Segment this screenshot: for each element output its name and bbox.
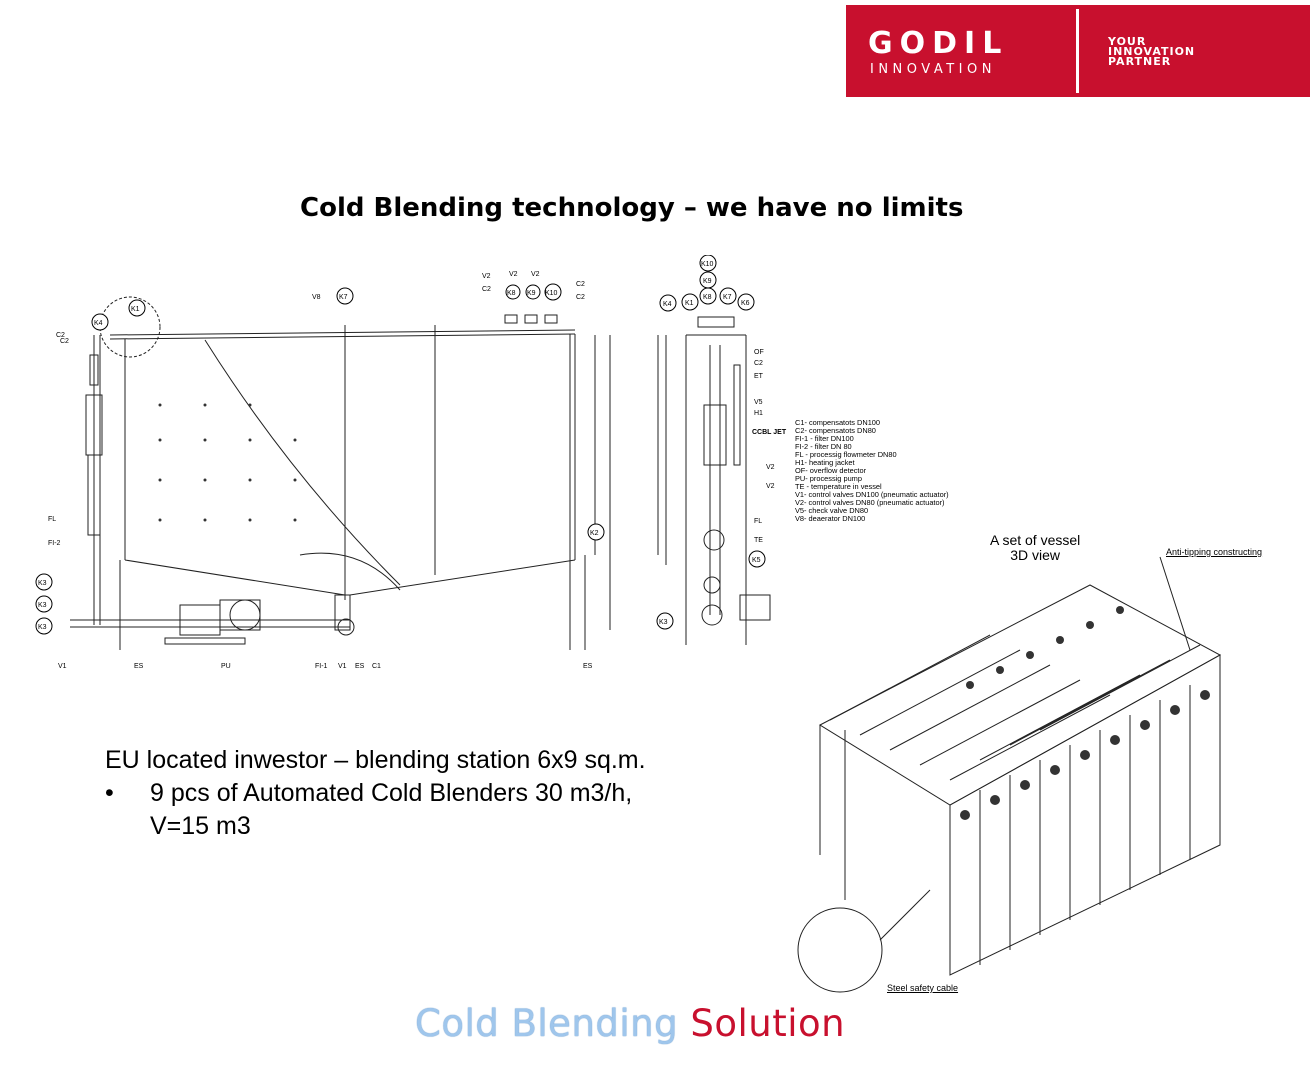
- label-k8-top: K8: [507, 290, 516, 297]
- side-k7: K7: [723, 294, 732, 301]
- vessel-side-drawing: K10 K9 K8 K7 K6 K4 K1 OF C2 ET V5 H1 CCB…: [656, 255, 787, 645]
- legend-item: C2- compensatots DN80: [795, 426, 876, 435]
- logo-brand-text: GODIL: [868, 26, 1009, 61]
- slide-title: Cold Blending technology – we have no li…: [300, 193, 964, 223]
- slogan-cold: Cold: [415, 1002, 500, 1045]
- label-k3b: K3: [38, 602, 47, 609]
- project-info: EU located inwestor – blending station 6…: [105, 744, 646, 843]
- view3d-title-line1: A set of vessel: [990, 532, 1081, 548]
- side-k1: K1: [685, 300, 694, 307]
- label-k4: K4: [94, 320, 103, 327]
- label-es-c: ES: [583, 663, 593, 670]
- legend-item: PU- processig pump: [795, 474, 862, 483]
- info-line-1: EU located inwestor – blending station 6…: [105, 746, 646, 774]
- legend-item: H1- heating jacket: [795, 458, 855, 467]
- side-et: ET: [754, 373, 764, 380]
- tagline-line-3: PARTNER: [1108, 55, 1172, 68]
- label-k1: K1: [131, 306, 140, 313]
- side-v5: V5: [754, 399, 763, 406]
- label-es: ES: [134, 663, 144, 670]
- legend-item: FL - processig flowmeter DN80: [795, 450, 897, 459]
- side-ccbl-jet: CCBL JET: [752, 429, 787, 436]
- side-k9: K9: [703, 278, 712, 285]
- side-k4: K4: [663, 301, 672, 308]
- callout-safety-cable: Steel safety cable: [887, 983, 959, 993]
- legend-item: OF- overflow detector: [795, 466, 867, 475]
- label-k10-top: K10: [545, 290, 558, 297]
- label-k3c: K3: [38, 624, 47, 631]
- bullet-text-line2: V=15 m3: [150, 812, 251, 840]
- legend-item: C1- compensatots DN100: [795, 418, 881, 427]
- legend-item: V1- control valves DN100 (pneumatic actu…: [795, 490, 949, 499]
- label-pu: PU: [221, 663, 231, 670]
- side-te: TE: [754, 537, 763, 544]
- label-c1: C1: [372, 663, 381, 670]
- legend-item: V8- deaerator DN100: [795, 514, 866, 523]
- label-k9-top: K9: [527, 290, 536, 297]
- bullet-glyph: •: [105, 779, 114, 807]
- label-fi1: FI-1: [315, 663, 328, 670]
- label-k3a: K3: [38, 580, 47, 587]
- bullet-text: 9 pcs of Automated Cold Blenders 30 m3/h…: [150, 777, 632, 843]
- side-k3: K3: [659, 619, 668, 626]
- side-k8: K8: [703, 294, 712, 301]
- label-v2-b: V2: [509, 271, 518, 278]
- label-c2: C2: [56, 332, 65, 339]
- label-v2-a: V2: [482, 273, 491, 280]
- legend-item: TE - temperature in vessel: [795, 482, 882, 491]
- slogan: Cold Blending Solution: [415, 1002, 845, 1045]
- slogan-solution: Solution: [690, 1002, 846, 1045]
- side-v2b: V2: [766, 483, 775, 490]
- view3d-title: A set of vessel 3D view: [990, 533, 1080, 563]
- side-c2: C2: [754, 360, 763, 367]
- slogan-blending: Blending: [511, 1002, 679, 1045]
- info-bullet-item: • 9 pcs of Automated Cold Blenders 30 m3…: [105, 777, 646, 843]
- side-k6: K6: [741, 300, 750, 307]
- tagline-line-1: YOUR: [1108, 35, 1147, 48]
- vessel-set-3d-view: [797, 556, 1222, 993]
- legend-item: V2- control valves DN80 (pneumatic actua…: [795, 498, 945, 507]
- logo-divider: [1076, 9, 1079, 93]
- label-c2-a: C2: [482, 286, 491, 293]
- label-fi2: FI-2: [48, 540, 61, 547]
- label-c2-b: C2: [576, 281, 585, 288]
- label-c2-d: C2: [60, 338, 69, 345]
- brand-logo: GODIL INNOVATION YOUR INNOVATION PARTNER: [846, 5, 1310, 97]
- label-es-b: ES: [355, 663, 365, 670]
- legend-item: FI-2 - filter DN 80: [795, 442, 852, 451]
- tagline-line-2: INNOVATION: [1108, 45, 1196, 58]
- side-fl: FL: [754, 518, 762, 525]
- callout-anti-tipping: Anti-tipping constructing: [1166, 547, 1263, 557]
- logo-tagline: YOUR INNOVATION PARTNER: [1108, 35, 1196, 68]
- label-v1: V1: [58, 663, 67, 670]
- side-k10: K10: [701, 261, 714, 268]
- label-v1b: V1: [338, 663, 347, 670]
- label-v8: V8: [312, 294, 321, 301]
- side-of: OF: [754, 349, 764, 356]
- label-c2-c: C2: [576, 294, 585, 301]
- side-k5: K5: [752, 557, 761, 564]
- vessel-front-drawing: K1 K4 C2 K7 V8 FL FI-2 K3 K3 K3 V1 ES PU…: [35, 271, 611, 670]
- bullet-text-line1: 9 pcs of Automated Cold Blenders 30 m3/h…: [150, 779, 633, 807]
- view3d-title-line2: 3D view: [1010, 547, 1061, 563]
- side-h1: H1: [754, 410, 763, 417]
- label-k7: K7: [339, 294, 348, 301]
- label-v2-c: V2: [531, 271, 540, 278]
- label-k2: K2: [590, 530, 599, 537]
- side-v2a: V2: [766, 464, 775, 471]
- component-legend: C1- compensatots DN100 C2- compensatots …: [795, 419, 949, 523]
- logo-sub-text: INNOVATION: [870, 62, 996, 77]
- legend-item: V5- check valve DN80: [795, 506, 869, 515]
- label-fl: FL: [48, 516, 56, 523]
- legend-item: FI-1 - filter DN100: [795, 434, 854, 443]
